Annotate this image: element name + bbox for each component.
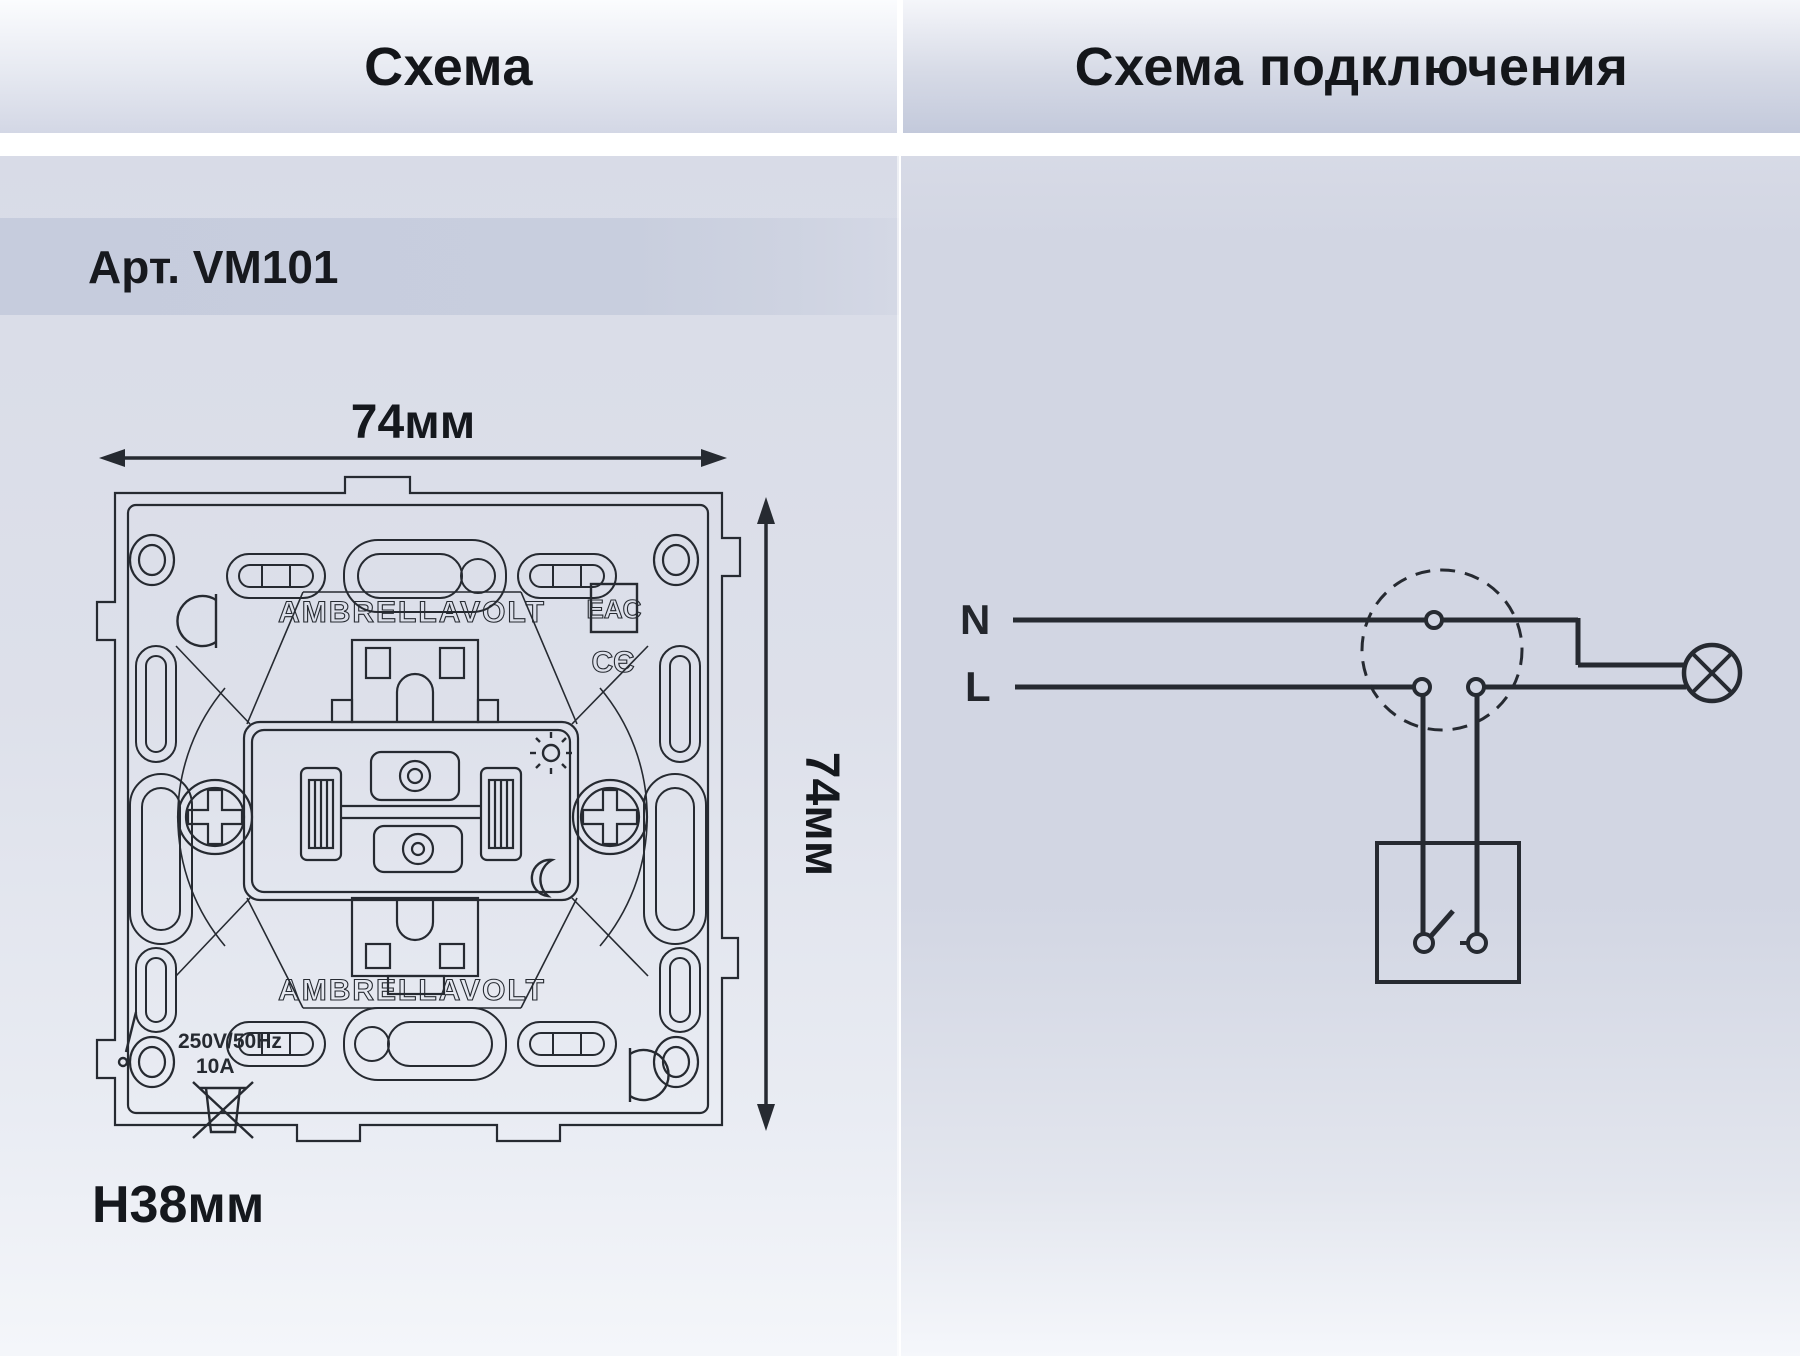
switch-mechanism-drawing: 74мм 74мм H38мм [92, 396, 848, 1234]
depth-dimension-label: H38мм [92, 1176, 264, 1234]
brand-logotype-top: AMBRELLAVOLT [278, 596, 546, 629]
dimension-drawing-panel: Арт. VM101 [0, 156, 899, 1356]
probe-symbol-icon [117, 1011, 138, 1068]
neutral-wire-label: N [960, 596, 990, 643]
mounting-frame-outline [95, 475, 742, 1143]
width-dimension-label: 74мм [351, 396, 475, 449]
eac-mark-label: EAC [587, 594, 642, 624]
panel-separator [897, 156, 901, 1356]
moon-icon [530, 858, 556, 898]
right-column-header: Схема подключения [903, 0, 1800, 133]
right-column-title: Схема подключения [1074, 36, 1629, 97]
junction-boundary-circle [1360, 568, 1524, 732]
corner-mounting-holes [128, 533, 700, 1089]
left-column-title: Схема [364, 36, 533, 97]
brand-logotype-bottom: AMBRELLAVOLT [278, 974, 546, 1007]
curl-icon [176, 594, 670, 1102]
left-column-header: Схема [0, 0, 897, 133]
eac-mark: EAC [586, 582, 642, 634]
sun-icon [530, 732, 572, 774]
lamp-icon [1681, 642, 1743, 704]
switch-mechanism-body [242, 638, 580, 996]
side-slots [129, 645, 707, 1033]
wires [1013, 617, 1686, 934]
rating-current: 10A [196, 1055, 235, 1078]
wiring-schematic: N L [960, 568, 1743, 984]
width-dimension-arrow: 74мм [99, 396, 727, 467]
height-dimension-arrow: 74мм [757, 497, 848, 1131]
rating-voltage: 250V/50Hz [178, 1030, 282, 1053]
edge-slots [226, 539, 617, 1081]
wiring-diagram-panel [901, 156, 1800, 1356]
weee-crossed-bin-icon [192, 1081, 254, 1139]
height-dimension-label: 74мм [795, 752, 848, 876]
terminal-nodes [1412, 610, 1486, 697]
article-band: Арт. VM101 [0, 218, 899, 315]
ce-mark: CЄ [591, 646, 634, 679]
article-number: Арт. VM101 [88, 240, 339, 293]
line-wire-label: L [965, 663, 991, 710]
switch-symbol [1375, 841, 1521, 984]
